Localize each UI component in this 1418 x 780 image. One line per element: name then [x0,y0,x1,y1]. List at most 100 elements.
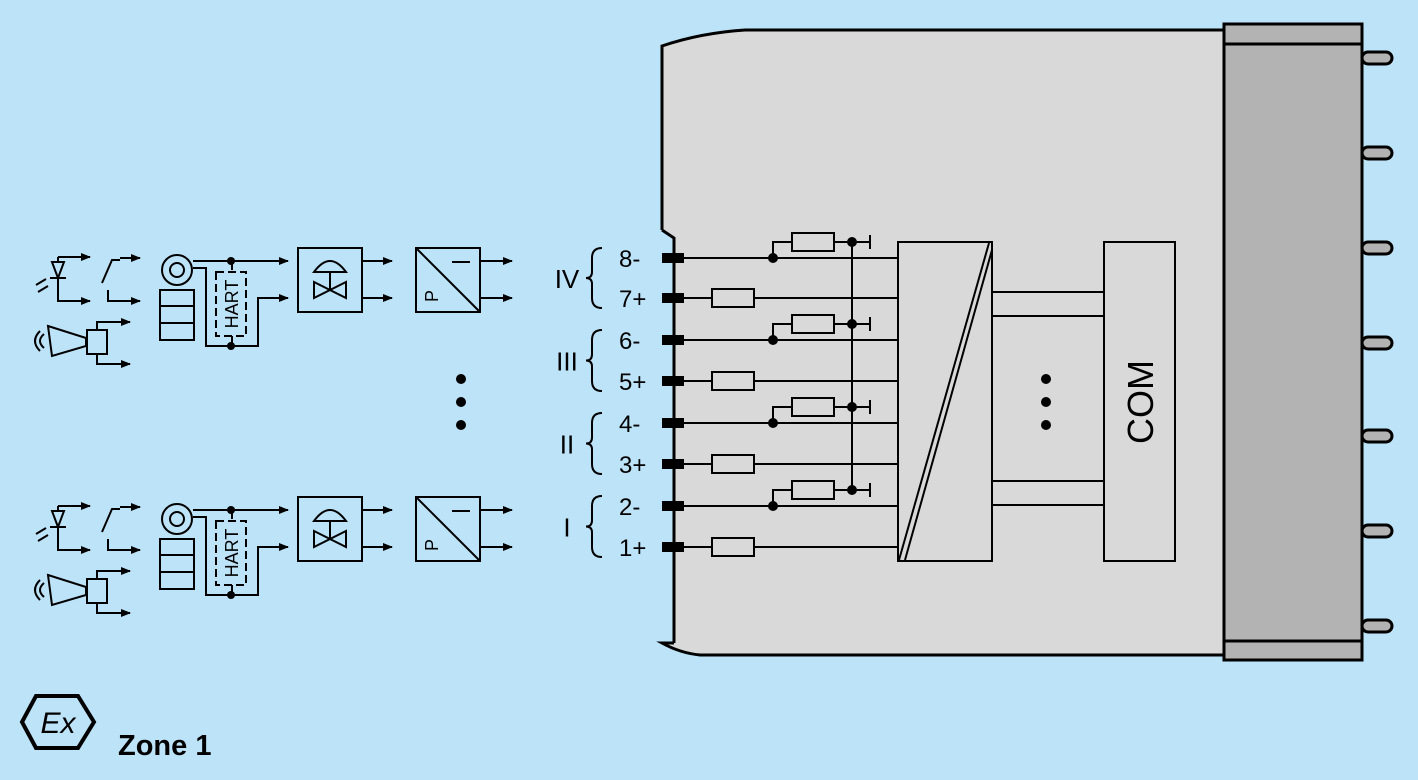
hart-label: HART [222,529,242,578]
resistor [711,537,755,557]
terminal-label: 7+ [619,286,646,313]
terminal-block-pos [662,293,684,303]
light-rays-icon [35,527,49,542]
resistor [711,454,755,474]
signal-wire [96,570,112,614]
ellipsis-dot [1041,397,1051,407]
channel-label: I [563,513,570,543]
terminal-block-neg [662,335,684,345]
terminal-block-neg [662,418,684,428]
transmitter-divider [160,305,194,324]
converter-p-label: P [422,539,442,551]
connector-pin [1360,618,1394,634]
valve-icon [312,509,348,549]
pi-converter-box [415,247,481,313]
valve-actuator-box [297,496,363,562]
terminal-label: 4- [619,411,640,438]
signal-wire [772,241,792,258]
switch-icon [101,259,120,302]
zone-label: Zone 1 [118,730,211,762]
signal-wire [772,406,792,423]
junction-dot [227,257,235,265]
connector-pin [1360,428,1394,444]
photodiode-icon [50,257,90,302]
pi-converter-box [415,496,481,562]
connector-pin [1360,335,1394,351]
connector-pin [1360,240,1394,256]
horn-sensor-icon [46,324,87,358]
transmitter-divider [160,554,194,573]
connector-pin [1360,145,1394,161]
valve-icon [312,260,348,300]
connector-pin [1360,523,1394,539]
terminal-label: 3+ [619,452,646,479]
resistor [791,232,835,252]
converter-p-label: P [422,290,442,302]
transmitter-head-icon [161,254,193,286]
transmitter-ring [169,262,185,278]
terminal-label: 8- [619,246,640,273]
channel-label: II [560,430,574,460]
terminal-block-pos [662,459,684,469]
signal-wire [772,323,792,340]
sound-waves-icon [34,579,45,601]
ex-symbol-text: Ex [40,707,76,740]
channel-brace [585,412,603,475]
junction-dot [227,591,235,599]
backplane-connector [1222,22,1364,662]
terminal-label: 5+ [619,369,646,396]
channel-label: IV [555,264,580,294]
converter-diagonal [415,247,481,313]
ellipsis-dot [456,374,466,384]
connector-pin [1360,50,1394,66]
ellipsis-dot [1041,374,1051,384]
channel-brace [585,495,603,558]
sensor-box [86,578,108,604]
com-label: COM [1120,360,1161,444]
light-rays-icon [35,278,49,293]
junction-dot [227,506,235,514]
ellipsis-dot [1041,420,1051,430]
sound-waves-icon [34,330,45,352]
junction-dot [227,342,235,350]
field-device-group: HART P [34,496,513,617]
resistor [791,480,835,500]
hart-box [215,271,247,337]
channel-brace [585,329,603,392]
transmitter-body [159,538,195,590]
resistor [791,314,835,334]
ellipsis-dot [456,420,466,430]
valve-actuator-box [297,247,363,313]
transmitter-head-icon [161,503,193,535]
ellipsis-dot [456,397,466,407]
junction-dot [847,485,857,495]
channel-label: III [556,347,578,377]
photodiode-icon [50,506,90,551]
com-block [1103,241,1176,562]
transmitter-body [159,289,195,341]
ex-zone-icon: Ex [19,694,97,750]
terminal-block-neg [662,501,684,511]
terminal-block-pos [662,376,684,386]
sensor-box [86,329,108,355]
terminal-label: 6- [619,328,640,355]
hart-box [215,520,247,586]
signal-wire [96,321,112,365]
terminal-label: 1+ [619,535,646,562]
channel-brace [585,247,603,309]
hart-label: HART [222,280,242,329]
horn-sensor-icon [46,573,87,607]
field-device-group: HART P [34,247,513,368]
resistor [791,397,835,417]
switch-icon [101,508,120,551]
signal-wire [772,489,792,506]
terminal-block-neg [662,253,684,263]
connector-pins [1360,50,1394,634]
resistor [711,371,755,391]
transmitter-ring [169,511,185,527]
resistor [711,288,755,308]
converter-diagonal [415,496,481,562]
terminal-block-pos [662,542,684,552]
terminal-label: 2- [619,494,640,521]
